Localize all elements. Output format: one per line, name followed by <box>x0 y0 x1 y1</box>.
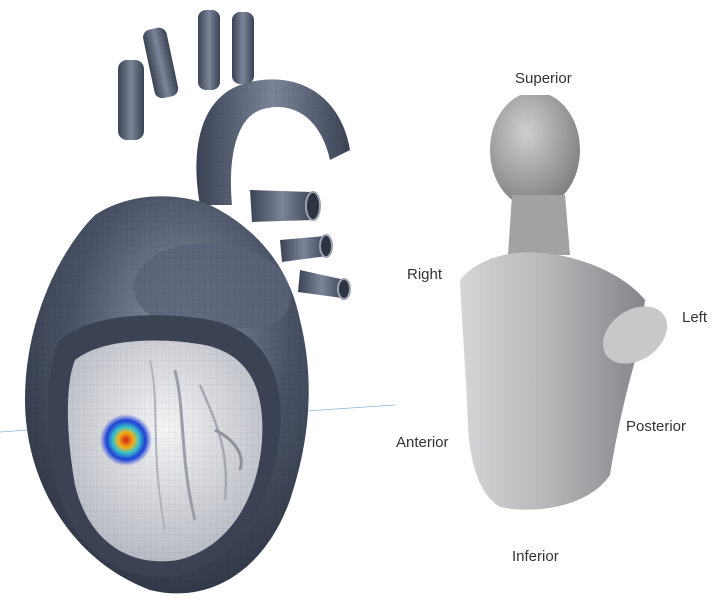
activation-hotspot <box>100 414 152 466</box>
aorta <box>118 10 350 205</box>
label-posterior: Posterior <box>626 418 686 435</box>
label-superior: Superior <box>515 70 572 87</box>
label-left: Left <box>682 309 707 326</box>
torso <box>460 252 645 509</box>
label-anterior: Anterior <box>396 434 449 451</box>
torso-model <box>440 95 680 525</box>
neck <box>508 195 570 255</box>
heart-model <box>0 0 400 601</box>
head <box>490 95 580 208</box>
label-inferior: Inferior <box>512 548 559 565</box>
label-right: Right <box>407 266 442 283</box>
